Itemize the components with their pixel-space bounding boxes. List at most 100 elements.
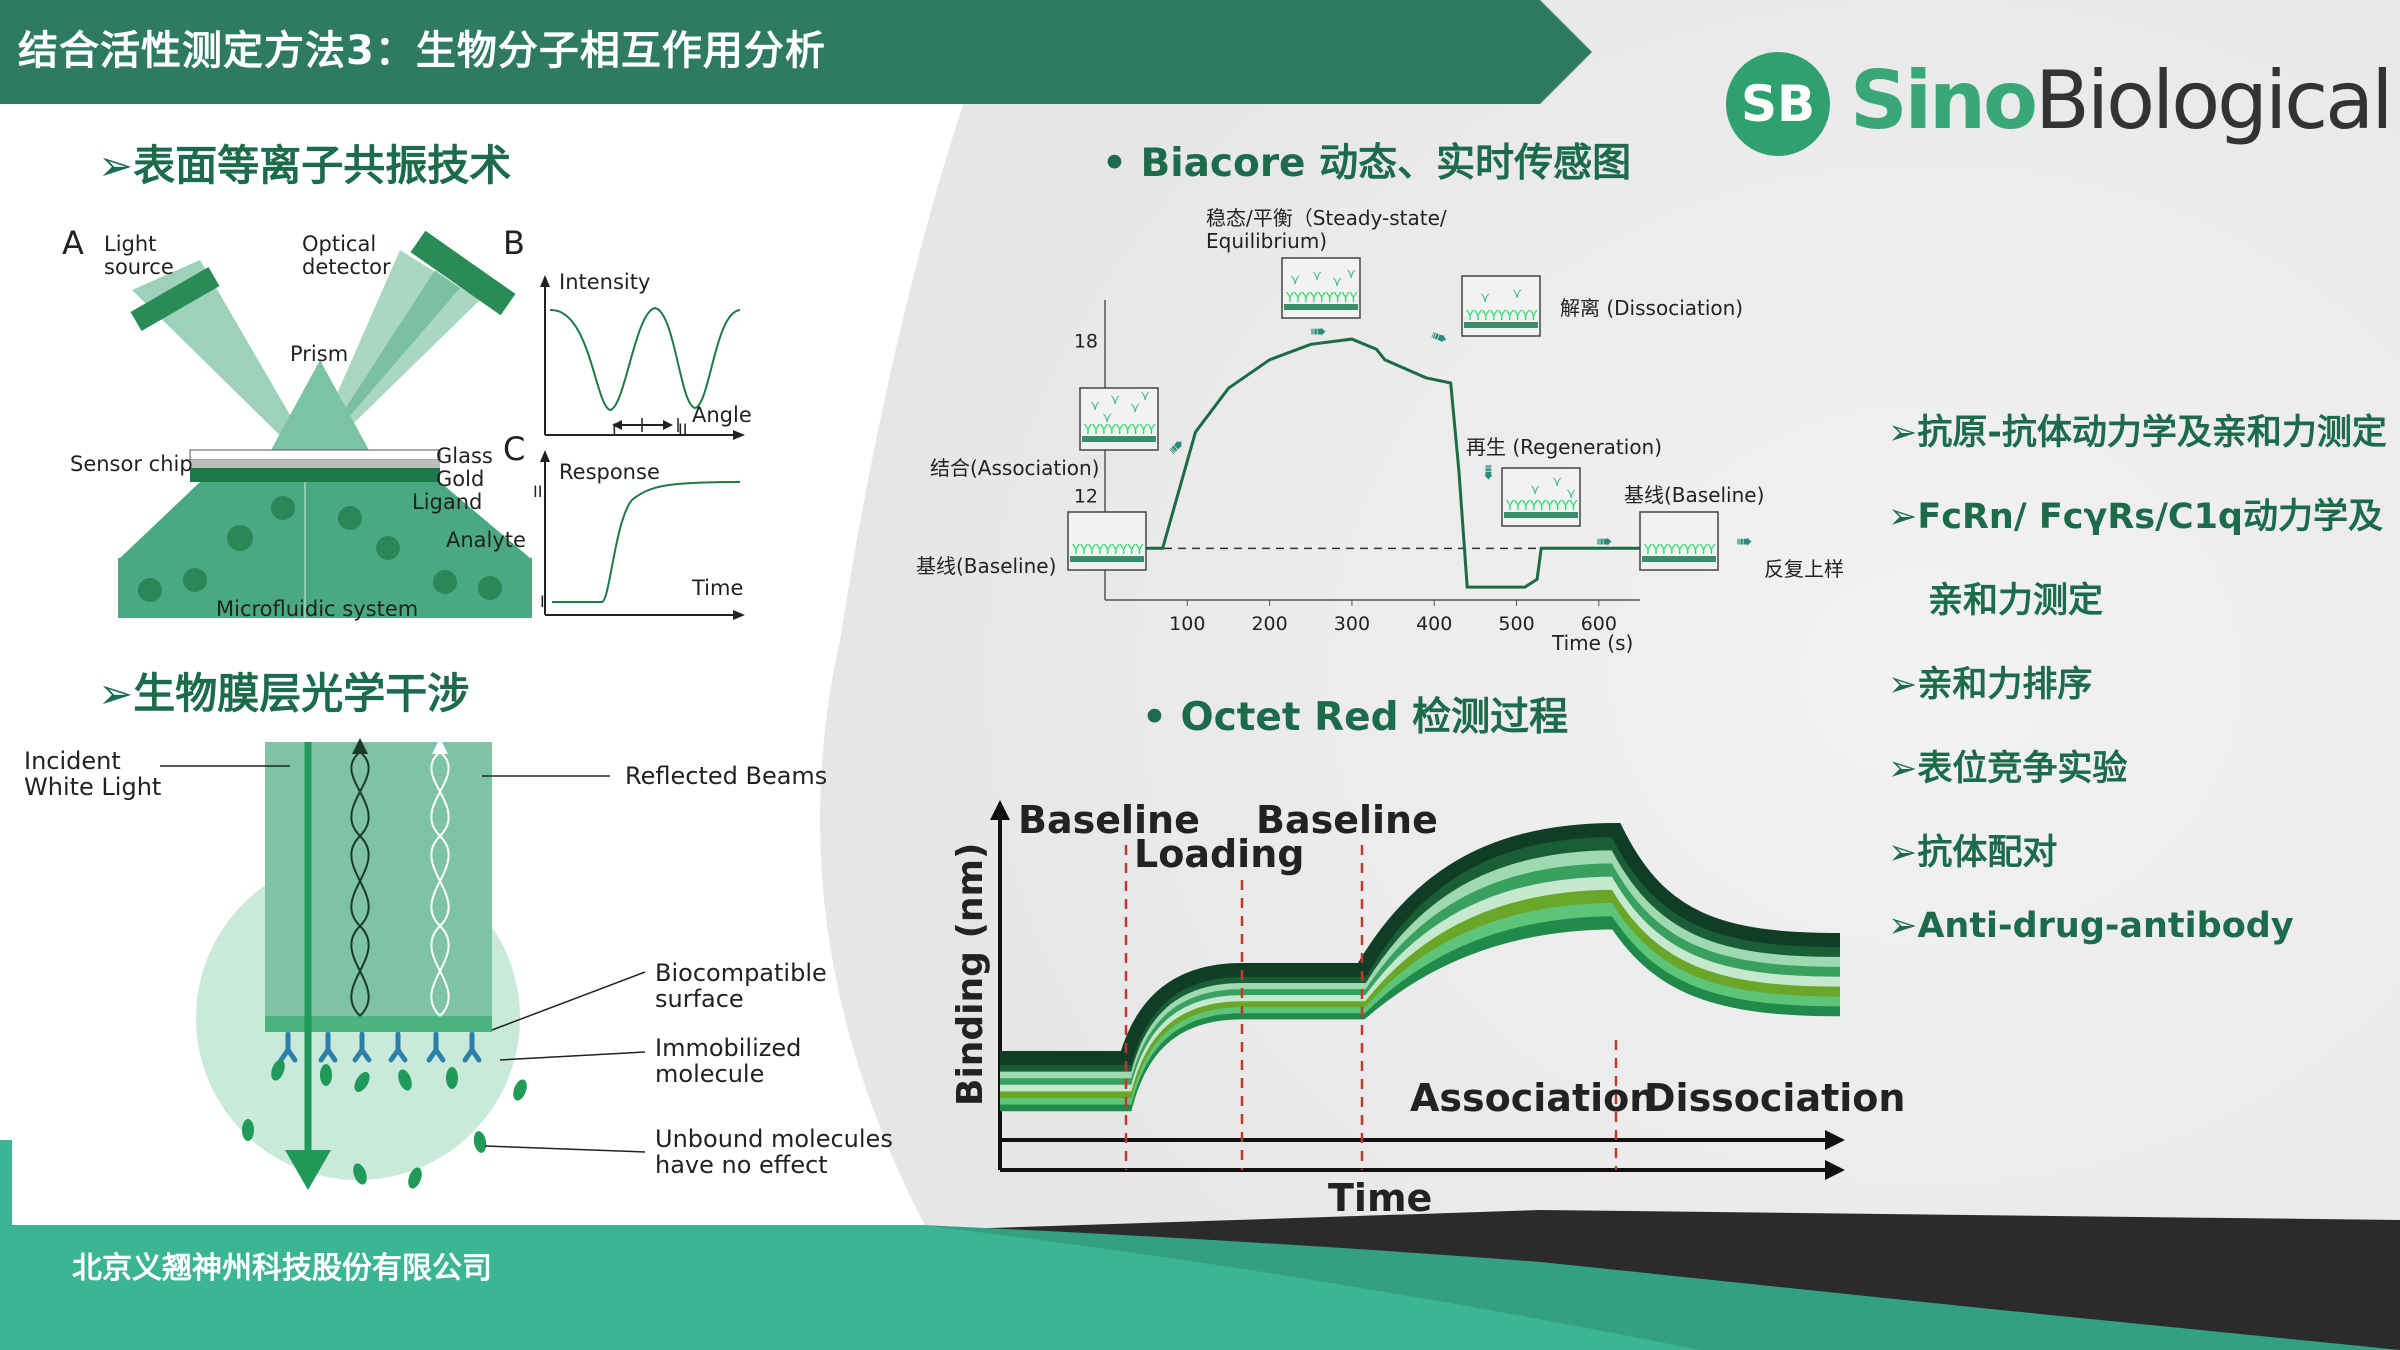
- app-item-0: ➢抗原-抗体动力学及亲和力测定: [1888, 413, 2387, 453]
- mark-i-c-label: I: [540, 592, 545, 611]
- svg-text:YYYYYYYYY: YYYYYYYYY: [1285, 291, 1358, 306]
- header-band: [0, 0, 1592, 104]
- logo-biological: Biological: [2034, 54, 2393, 147]
- octet-curves: [1000, 822, 1841, 1112]
- biacore-xtick-label: 500: [1498, 613, 1534, 635]
- response-label: Response: [559, 460, 660, 484]
- gold-label: Gold: [436, 467, 485, 491]
- svg-text:⋎: ⋎: [1530, 482, 1540, 498]
- octet-chart: [990, 800, 1845, 1180]
- mark-ii-label: II: [533, 482, 543, 501]
- svg-text:⋎: ⋎: [1512, 286, 1522, 302]
- page-title: 结合活性测定方法3：生物分子相互作用分析: [18, 28, 826, 74]
- baseline-left-label: 基线(Baseline): [916, 554, 1057, 578]
- svg-text:⋎: ⋎: [1110, 392, 1120, 408]
- mark-ii-top-label: II: [678, 420, 688, 439]
- app-item-4: ➢表位竞争实验: [1888, 749, 2128, 789]
- biacore-xtick-label: 600: [1581, 613, 1617, 635]
- octet-baseline1-label: Baseline: [1018, 798, 1200, 842]
- app-item-5: ➢抗体配对: [1888, 833, 2058, 873]
- inset-association: YYYYYYYYY ⋎⋎⋎⋎⋎: [1079, 387, 1159, 451]
- octet-dissociation-label: Dissociation: [1644, 1076, 1906, 1120]
- svg-text:⋎: ⋎: [1130, 400, 1140, 416]
- intensity-label: Intensity: [559, 270, 651, 294]
- octet-baseline2-label: Baseline: [1256, 798, 1438, 842]
- regeneration-label: 再生 (Regeneration): [1466, 435, 1663, 459]
- svg-text:YYYYYYYYY: YYYYYYYYY: [1465, 309, 1538, 324]
- svg-text:➠: ➠: [1310, 319, 1327, 343]
- svg-text:⋎: ⋎: [1566, 486, 1576, 502]
- octet-xlabel: Time: [1328, 1176, 1433, 1220]
- company-name: 北京义翘神州科技股份有限公司: [72, 1251, 492, 1286]
- sensor-chip-label: Sensor chip: [70, 452, 193, 476]
- svg-text:⋎: ⋎: [1346, 266, 1356, 282]
- svg-text:YYYYYYYYY: YYYYYYYYY: [1505, 499, 1578, 514]
- svg-text:⋎: ⋎: [1552, 474, 1562, 490]
- repeat-label: 反复上样: [1764, 557, 1844, 581]
- mark-i-label: I: [612, 420, 617, 439]
- inset-baseline-right: YYYYYYYYY: [1639, 511, 1719, 571]
- sb-logo-icon: SB: [1726, 52, 1830, 156]
- svg-text:⋎: ⋎: [1480, 290, 1490, 306]
- svg-text:⋎: ⋎: [1140, 388, 1150, 404]
- microfluidic-label: Microfluidic system: [216, 597, 419, 621]
- svg-text:⋎: ⋎: [1312, 268, 1322, 284]
- svg-text:➠: ➠: [1162, 432, 1191, 461]
- glass-label: Glass: [436, 444, 493, 468]
- app-item-6: ➢Anti-drug-antibody: [1888, 906, 2294, 946]
- prism-label: Prism: [290, 342, 349, 366]
- svg-text:⋎: ⋎: [1102, 410, 1112, 426]
- svg-text:YYYYYYYYY: YYYYYYYYY: [1643, 543, 1716, 558]
- svg-text:⋎: ⋎: [1290, 272, 1300, 288]
- svg-text:➠: ➠: [1428, 322, 1452, 350]
- phase-dividers: [1124, 845, 1618, 1170]
- biacore-curve: [1105, 337, 1640, 589]
- spr-heading: ➢表面等离子共振技术: [98, 141, 512, 190]
- biacore-xlabel: Time (s): [1552, 631, 1634, 655]
- biacore-heading: • Biacore 动态、实时传感图: [1102, 141, 1632, 186]
- svg-text:⋎: ⋎: [1090, 398, 1100, 414]
- biacore-insets: YYYYYYYYY ⋎⋎⋎⋎⋎ YYYYYYYYY ⋎⋎⋎⋎ YYYYYYYYY…: [1067, 257, 1753, 571]
- baseline-right-label: 基线(Baseline): [1624, 483, 1765, 507]
- svg-text:➠: ➠: [1736, 529, 1753, 553]
- panel-c-label: C: [503, 430, 526, 468]
- biacore-xtick-label: 100: [1169, 613, 1205, 635]
- dissociation-label: 解离 (Dissociation): [1560, 296, 1744, 320]
- svg-text:YYYYYYYYY: YYYYYYYYY: [1071, 543, 1144, 558]
- octet-association-label: Association: [1410, 1076, 1657, 1120]
- company-logo: SinoBiological: [1850, 54, 2393, 147]
- biacore-xtick-label: 200: [1251, 613, 1287, 635]
- angle-label: Angle: [692, 403, 752, 427]
- app-item-2: 亲和力测定: [1928, 581, 2104, 621]
- inset-dissociation: YYYYYYYYY ⋎ ⋎: [1461, 275, 1541, 337]
- logo-sino: Sino: [1850, 54, 2038, 147]
- biacore-xtick-label: 300: [1334, 613, 1370, 635]
- app-item-1: ➢FcRn/ FcγRs/C1q动力学及: [1888, 497, 2383, 537]
- association-label: 结合(Association): [930, 456, 1100, 480]
- octet-curve: [1000, 822, 1841, 1065]
- inset-baseline-left: YYYYYYYYY: [1067, 511, 1147, 571]
- app-item-3: ➢亲和力排序: [1888, 665, 2093, 705]
- biacore-ytick-label: 12: [1074, 486, 1098, 508]
- panel-b-label: B: [503, 224, 525, 262]
- svg-text:➠: ➠: [1596, 529, 1613, 553]
- spr-diagram: [118, 230, 745, 620]
- time-label: Time: [692, 576, 744, 600]
- svg-text:⋎: ⋎: [1332, 274, 1342, 290]
- inset-steady: YYYYYYYYY ⋎⋎⋎⋎: [1281, 257, 1361, 319]
- analyte-label: Analyte: [446, 528, 526, 552]
- inset-regeneration: YYYYYYYYY ⋎⋎⋎: [1501, 467, 1581, 527]
- svg-text:➠: ➠: [1477, 464, 1501, 481]
- panel-a-label: A: [62, 224, 84, 262]
- octet-ylabel: Binding (nm): [950, 842, 991, 1107]
- biacore-xtick-label: 400: [1416, 613, 1452, 635]
- svg-text:YYYYYYYYY: YYYYYYYYY: [1083, 423, 1156, 438]
- ligand-label: Ligand: [412, 490, 483, 514]
